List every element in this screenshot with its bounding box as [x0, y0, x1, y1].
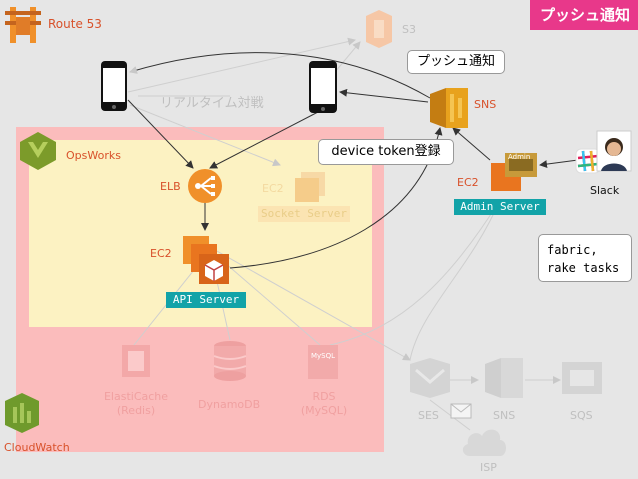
device-token-callout: device token登録: [318, 139, 454, 165]
page-title-badge: プッシュ通知: [529, 0, 638, 30]
opsworks-icon: [20, 132, 56, 170]
push-callout: プッシュ通知: [407, 50, 505, 74]
elb-icon: [188, 169, 222, 203]
ses-icon: [410, 358, 450, 398]
route53-label: Route 53: [48, 17, 102, 31]
fabric-callout-line2: rake tasks: [547, 261, 620, 275]
dynamodb-icon: [213, 341, 247, 381]
socket-server-tag: Socket Server: [258, 206, 350, 222]
opsworks-label: OpsWorks: [66, 149, 121, 162]
sns-bottom-label: SNS: [493, 409, 516, 422]
slack-icon: [575, 148, 601, 174]
ec2-admin-label: EC2: [457, 176, 479, 189]
cloudwatch-icon: [5, 393, 39, 433]
phone-icon: [101, 61, 127, 111]
fabric-callout-line1: fabric,: [547, 243, 598, 257]
ec2-icon: [183, 236, 229, 284]
fabric-callout: fabric, rake tasks: [538, 234, 632, 282]
sqs-icon: [562, 362, 602, 394]
sns-icon: [485, 358, 523, 398]
elasticache-icon: [122, 345, 150, 377]
s3-label: S3: [402, 23, 416, 36]
rds-sub-label: (MySQL): [300, 404, 348, 417]
admin-server-tag: Admin Server: [454, 199, 546, 215]
phone-icon: [309, 61, 337, 113]
api-server-tag: API Server: [166, 292, 246, 308]
ec2-icon: [295, 172, 325, 202]
ec2-icon: [491, 153, 537, 191]
rds-icon: [308, 345, 338, 379]
avatar: [596, 130, 632, 172]
elasticache-sub-label: (Redis): [116, 404, 156, 417]
ec2-socket-label: EC2: [262, 182, 284, 195]
slack-label: Slack: [590, 184, 620, 197]
elb-label: ELB: [160, 180, 181, 193]
sns-label: SNS: [474, 98, 497, 111]
isp-label: ISP: [480, 461, 497, 474]
sqs-label: SQS: [570, 409, 593, 422]
realtime-label: リアルタイム対戦: [160, 96, 264, 111]
ec2-api-label: EC2: [150, 247, 172, 260]
dynamodb-label: DynamoDB: [198, 398, 261, 411]
s3-icon: [366, 10, 392, 48]
elasticache-label: ElastiCache: [103, 390, 169, 403]
cloud-icon: [462, 429, 506, 456]
admin-badge-text: Admin: [508, 153, 531, 161]
sns-icon: [430, 88, 468, 128]
rds-label: RDS: [312, 390, 336, 403]
mysql-badge: MySQL: [311, 352, 336, 360]
route53-icon: [5, 7, 41, 43]
ses-label: SES: [418, 409, 439, 422]
mail-icon: [450, 403, 472, 419]
cloudwatch-label: CloudWatch: [4, 441, 70, 454]
